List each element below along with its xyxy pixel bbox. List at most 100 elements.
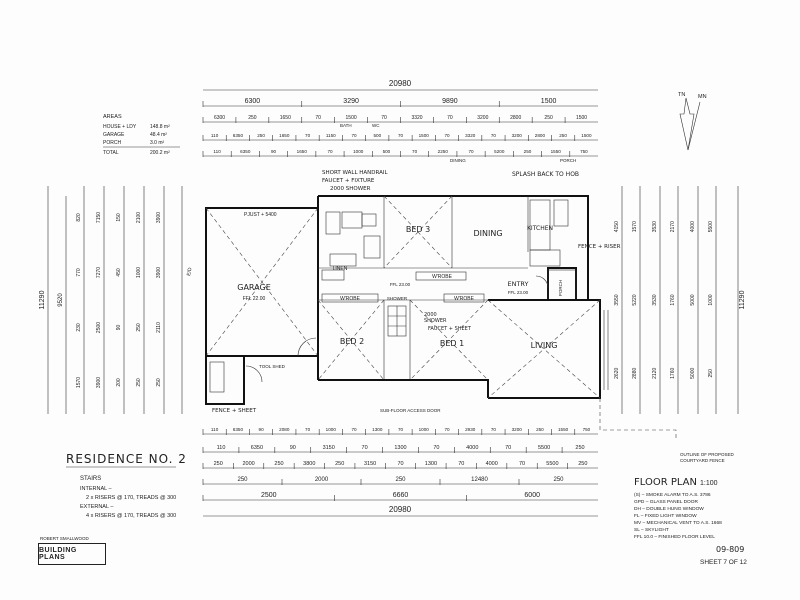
- floor-plan-title: FLOOR PLAN: [634, 477, 697, 488]
- brow1-value-13: 3200: [512, 427, 523, 432]
- note-pjust: PJUST + 5400: [244, 212, 277, 218]
- rightvals-value-6: 3530: [652, 221, 658, 232]
- rightvals-value-15: 5500: [708, 221, 714, 232]
- leftvals-value-6: 2500: [96, 322, 102, 333]
- brow5-value-1: 6660: [393, 492, 409, 499]
- row4-value-11: 250: [524, 149, 532, 154]
- row1-value-0: 6300: [245, 98, 261, 105]
- area-row-porch-value: 3.0 m²: [150, 140, 165, 146]
- note-short-wall: SHORT WALL HANDRAIL: [322, 170, 388, 176]
- row1-value-3: 1500: [541, 98, 557, 105]
- leftvals-value-0: 820: [76, 213, 82, 222]
- area-row-total-label: TOTAL: [103, 150, 119, 156]
- area-row-porch-label: PORCH: [103, 140, 121, 146]
- right-dimensions: 11290 4150355026201570522028803530353021…: [614, 186, 746, 414]
- leftvals-value-12: 2100: [136, 212, 142, 223]
- dim-right-values: 4150355026201570522028803530353021202170…: [614, 221, 714, 379]
- area-row-garage-value: 48.4 m²: [150, 132, 167, 138]
- row3-value-11: 3320: [465, 133, 476, 138]
- brow2-value-5: 1300: [394, 445, 406, 451]
- room-linen: LINEN: [333, 266, 348, 272]
- room-labels: GARAGE FFL 22.00 BED 3 DINING KITCHEN EN…: [237, 225, 563, 369]
- row4-value-13: 750: [580, 149, 588, 154]
- rightvals-value-5: 2880: [632, 368, 638, 379]
- row2-value-11: 1500: [576, 115, 587, 121]
- areas-title: AREAS: [103, 114, 122, 120]
- row2-value-9: 2800: [510, 115, 521, 121]
- brow4-value-0: 250: [237, 477, 248, 483]
- note-bed1-2000: 2000: [424, 312, 437, 318]
- brow1-value-11: 2930: [465, 427, 476, 432]
- brow2-value-0: 110: [217, 445, 226, 451]
- brow1-value-8: 70: [398, 427, 404, 432]
- brow1-value-3: 2080: [279, 427, 290, 432]
- dim-label-bath: BATH: [340, 123, 352, 128]
- note-faucet-fixture: FAUCET + FIXTURE: [322, 178, 375, 184]
- area-row-house-value: 148.8 m²: [150, 124, 170, 130]
- leftvals-value-16: 3900: [156, 212, 162, 223]
- room-bed2: BED 2: [340, 337, 364, 346]
- title-block: RESIDENCE NO. 2 STAIRS INTERNAL – 2 x RI…: [40, 452, 747, 566]
- company-top: ROBERT SMALLWOOD: [40, 536, 90, 541]
- brow1-value-2: 90: [259, 427, 265, 432]
- row3-value-6: 70: [351, 133, 357, 138]
- note-bed1-faucet: FAUCET + SHEET: [428, 326, 472, 332]
- row2-value-6: 3320: [411, 115, 422, 121]
- brow2-value-7: 4000: [466, 445, 478, 451]
- stairs-internal-detail: 2 x RISERS @ 170, TREADS @ 300: [86, 495, 176, 501]
- leftvals-value-14: 250: [136, 323, 142, 332]
- room-mid-level: FFL 23.00: [390, 282, 411, 287]
- room-dining: DINING: [473, 229, 502, 238]
- brow2-value-1: 6350: [251, 445, 263, 451]
- brow1-value-7: 1300: [372, 427, 383, 432]
- row3-value-15: 250: [559, 133, 567, 138]
- dim-right-total: 11290: [739, 290, 746, 309]
- dim-left-total: 11290: [39, 290, 46, 309]
- dim-label-dining: DINING: [450, 158, 466, 163]
- row4-value-2: 90: [271, 149, 277, 154]
- legend-item-4: MV – MECHANICAL VENT TO A.S. 1668: [634, 520, 722, 526]
- leftvals-value-18: 2110: [156, 322, 162, 333]
- brow1-value-4: 70: [305, 427, 311, 432]
- sheet-number: SHEET 7 OF 12: [700, 559, 747, 566]
- area-row-total-value: 200.2 m²: [150, 150, 170, 156]
- dim-top-total: 20980: [389, 79, 412, 88]
- legend-item-1: GPD – GLASS PANEL DOOR: [634, 499, 699, 505]
- row3-value-13: 3200: [512, 133, 523, 138]
- row2-value-4: 1500: [346, 115, 357, 121]
- stairs-internal: INTERNAL –: [80, 486, 113, 492]
- north-arrow: TN MN: [678, 92, 707, 151]
- brow3-value-7: 1300: [425, 461, 437, 467]
- rightvals-value-13: 5000: [690, 294, 696, 305]
- room-wrobe-1: W'ROBE: [432, 274, 453, 280]
- rightvals-value-12: 4000: [690, 221, 696, 232]
- row3-value-4: 70: [305, 133, 311, 138]
- area-row-garage-label: GARAGE: [103, 132, 125, 138]
- leftvals-value-2: 230: [76, 323, 82, 332]
- leftvals-value-17: 3900: [156, 267, 162, 278]
- leftvals-value-9: 450: [116, 268, 122, 277]
- row4-value-0: 110: [213, 149, 221, 154]
- row2-value-2: 1650: [280, 115, 291, 121]
- north-tn-label: TN: [678, 92, 685, 98]
- room-tool-shed: TOOL SHED: [259, 364, 286, 369]
- row3-value-2: 250: [257, 133, 265, 138]
- north-mn-label: MN: [698, 94, 707, 100]
- brow5-value-0: 2500: [261, 492, 277, 499]
- leftvals-value-10: 90: [116, 325, 122, 331]
- drawing-number: 09-809: [716, 545, 744, 554]
- row2-value-3: 70: [315, 115, 321, 121]
- row2-value-8: 3200: [477, 115, 488, 121]
- brow4-value-4: 250: [553, 477, 564, 483]
- brow3-value-6: 70: [397, 461, 403, 467]
- row3-value-8: 70: [398, 133, 404, 138]
- row4-value-3: 1650: [297, 149, 308, 154]
- row3-value-0: 110: [211, 133, 219, 138]
